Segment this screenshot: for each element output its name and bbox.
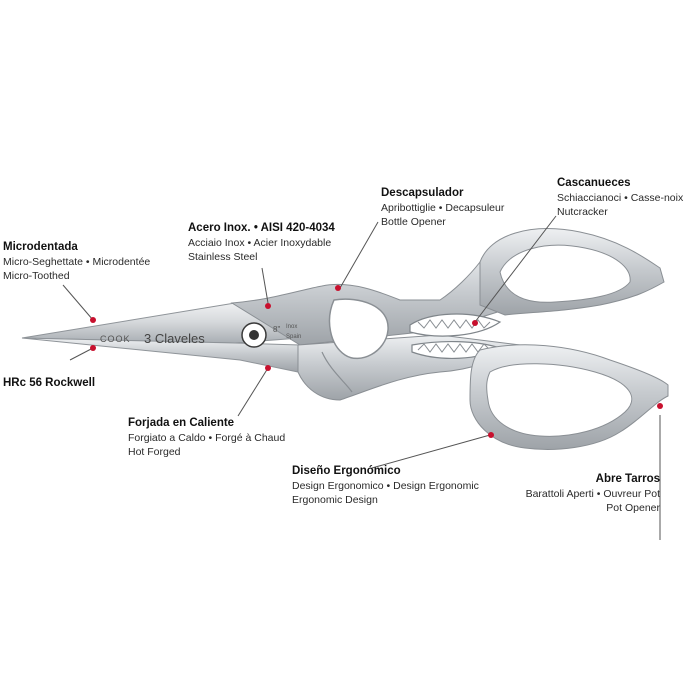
callout-title: Diseño Ergonómico — [292, 465, 401, 477]
callout-line: Micro-Seghettate • Microdentée — [3, 256, 151, 268]
callout-line: Schiaccianoci • Casse-noix — [557, 192, 684, 204]
callout-title: Descapsulador — [381, 187, 464, 199]
callout-line: Design Ergonomico • Design Ergonomic — [292, 480, 479, 492]
callout-abre-tarros: Abre Tarros Barattoli Aperti • Ouvreur P… — [526, 472, 660, 515]
engraving-brand-small: COOK — [100, 334, 131, 344]
callout-line: Acciaio Inox • Acier Inoxydable — [188, 237, 332, 249]
bottle-opener-hole — [328, 298, 389, 360]
callout-microdentada: Microdentada Micro-Seghettate • Microden… — [3, 240, 150, 283]
callout-title: Abre Tarros — [595, 473, 660, 485]
callout-title: HRc 56 Rockwell — [3, 377, 96, 389]
callout-line: Forgiato a Caldo • Forgé à Chaud — [128, 432, 286, 444]
callout-forjada: Forjada en Caliente Forgiato a Caldo • F… — [128, 416, 285, 459]
callout-line: Bottle Opener — [381, 216, 446, 228]
callout-title: Forjada en Caliente — [128, 417, 235, 429]
callout-title: Cascanueces — [557, 177, 631, 189]
callout-line: Hot Forged — [128, 446, 181, 458]
callout-line: Apribottiglie • Decapsuleur — [381, 202, 505, 214]
callout-line: Micro-Toothed — [3, 270, 70, 282]
callout-line: Stainless Steel — [188, 251, 258, 263]
callout-acero: Acero Inox. • AISI 420-4034 Acciaio Inox… — [188, 221, 335, 264]
callout-line: Nutcracker — [557, 206, 608, 218]
callout-line: Pot Opener — [606, 502, 660, 514]
callout-cascanueces: Cascanueces Schiaccianoci • Casse-noix N… — [557, 176, 683, 219]
callout-line: Ergonomic Design — [292, 494, 378, 506]
callout-title: Microdentada — [3, 241, 78, 253]
nutcracker — [409, 313, 502, 337]
callout-diseno: Diseño Ergonómico Design Ergonomico • De… — [292, 464, 479, 507]
callout-descapsulador: Descapsulador Apribottiglie • Decapsuleu… — [381, 186, 504, 229]
engraving-origin-1: Inox — [286, 324, 297, 330]
engraving-brand-large: 3 Claveles — [144, 331, 205, 346]
callout-title: Acero Inox. • AISI 420-4034 — [188, 222, 335, 234]
callout-hrc: HRc 56 Rockwell — [3, 376, 95, 391]
callout-line: Barattoli Aperti • Ouvreur Pot — [525, 488, 660, 500]
engraving-origin-2: Spain — [286, 334, 301, 340]
engraving-size: 8" — [273, 325, 280, 334]
